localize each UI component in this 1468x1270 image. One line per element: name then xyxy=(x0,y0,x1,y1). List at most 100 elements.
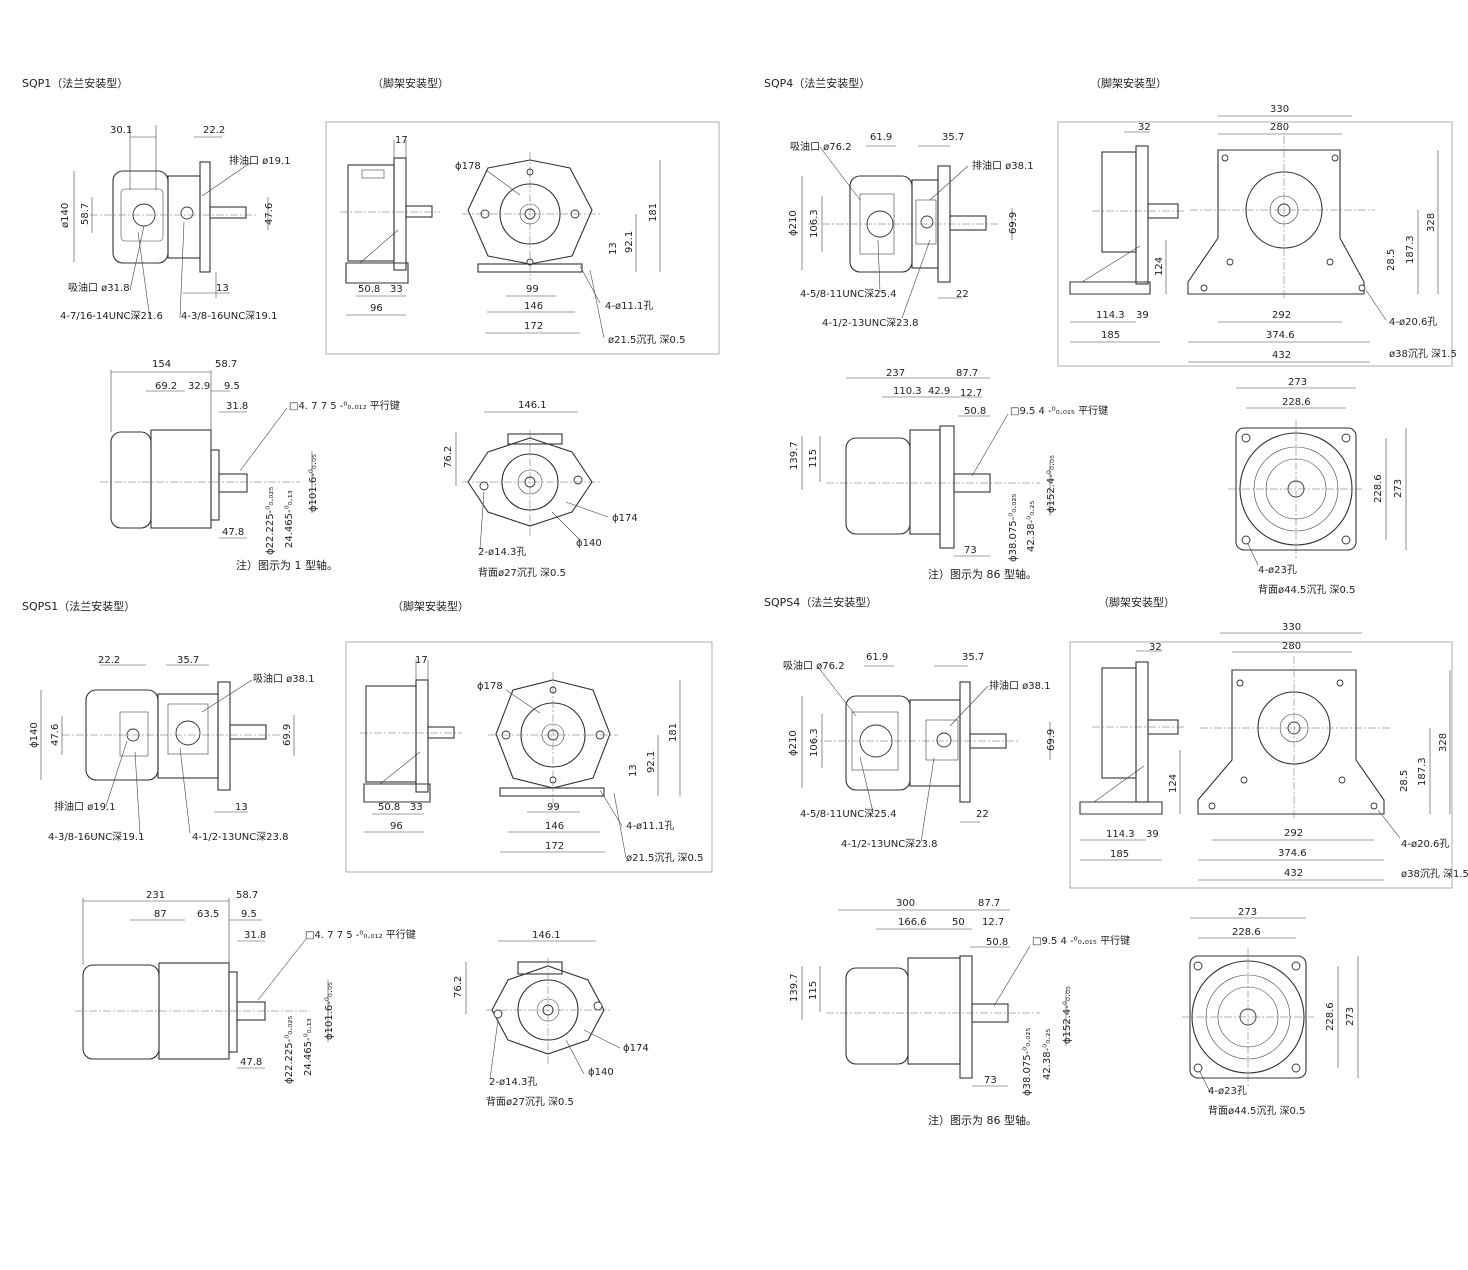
shaft-note: 注）图示为 86 型轴。 xyxy=(928,1113,1037,1127)
foot-holes: 4-ø20.6孔 xyxy=(1401,838,1449,850)
flange-view-sqp4 xyxy=(1228,387,1407,566)
dim-13-foot: 13 xyxy=(628,764,639,777)
foot-side-view-sqp1 xyxy=(340,140,440,316)
foot-counterbore: ø38沉孔 深1.5 xyxy=(1389,347,1457,360)
foot-view-frame xyxy=(1057,121,1453,367)
dim-phi-210: ϕ210 xyxy=(788,730,799,756)
dim-phi-140: ϕ140 xyxy=(29,722,40,748)
dim-185: 185 xyxy=(1110,849,1129,860)
dim-292: 292 xyxy=(1272,310,1291,321)
dim-432: 432 xyxy=(1284,868,1303,879)
dim-146-1: 146.1 xyxy=(532,930,561,941)
foot-front-view-sqps4 xyxy=(1197,632,1451,881)
dim-187-3: 187.3 xyxy=(1405,235,1416,264)
dim-87-7: 87.7 xyxy=(978,898,1000,909)
dim-330: 330 xyxy=(1282,622,1301,633)
dim-phi-174: ϕ174 xyxy=(623,1043,649,1054)
shaft-view-sqps4 xyxy=(801,909,1067,1087)
dim-22: 22 xyxy=(956,289,969,300)
side-view-sqps1 xyxy=(40,664,295,834)
dim-phi-22-225: ϕ22.225-⁰₀.₀₂₅ xyxy=(284,1016,295,1084)
dim-330: 330 xyxy=(1270,104,1289,115)
dim-146: 146 xyxy=(545,821,564,832)
port-inlet: 吸油口 ø31.8 xyxy=(68,281,130,294)
dim-124: 124 xyxy=(1168,774,1179,793)
flange-holes: 2-ø14.3孔 xyxy=(478,546,526,558)
foot-title-sqp4: （脚架安装型） xyxy=(1090,76,1167,90)
dim-106-3: 106.3 xyxy=(809,728,820,757)
dim-phi-101-6: ϕ101.6-⁰₀.₀₅ xyxy=(308,454,319,512)
dim-87: 87 xyxy=(154,909,167,920)
dim-154: 154 xyxy=(152,359,171,370)
dim-115: 115 xyxy=(808,449,819,468)
dim-47-6: 47.6 xyxy=(264,203,275,225)
side-view-sqp4 xyxy=(801,145,1013,319)
dim-phi-38-075: ϕ38.075-⁰₀.₀₂₅ xyxy=(1008,494,1019,562)
dim-phi-174: ϕ174 xyxy=(612,513,638,524)
dim-185: 185 xyxy=(1101,330,1120,341)
section-title-sqp1: SQP1（法兰安装型） xyxy=(22,76,128,90)
flange-holes: 2-ø14.3孔 xyxy=(489,1076,537,1088)
dim-187-3: 187.3 xyxy=(1417,757,1428,786)
thread-spec-a: 4-5/8-11UNC深25.4 xyxy=(800,288,896,300)
thread-spec-b: 4-1/2-13UNC深23.8 xyxy=(822,317,918,329)
thread-spec-a: 4-3/8-16UNC深19.1 xyxy=(48,831,144,843)
dim-50-8: 50.8 xyxy=(964,406,986,417)
port-outlet: 排油口 ø19.1 xyxy=(229,154,291,167)
dim-22-2: 22.2 xyxy=(98,655,120,666)
dim-69-2: 69.2 xyxy=(155,381,177,392)
dim-phi-38-075: ϕ38.075-⁰₀.₀₂₅ xyxy=(1022,1028,1033,1096)
dim-50-8: 50.8 xyxy=(378,802,400,813)
dim-328: 328 xyxy=(1426,213,1437,232)
dim-35-7: 35.7 xyxy=(177,655,199,666)
dim-phi-152-4: ϕ152.4-⁰₀.₀₅ xyxy=(1062,986,1073,1044)
section-sqp1: SQP1（法兰安装型） （脚架安装型） 30.1 xyxy=(22,76,720,579)
port-inlet: 吸油口 ø38.1 xyxy=(253,672,315,685)
dim-24-465: 24.465-⁰₀.₁₃ xyxy=(303,1018,314,1076)
shaft-view-sqps1 xyxy=(75,898,329,1069)
dim-39: 39 xyxy=(1146,829,1159,840)
flange-counterbore: 背面ø44.5沉孔 深0.5 xyxy=(1208,1104,1305,1117)
flange-view-sqps1 xyxy=(465,940,621,1080)
section-sqps1: SQPS1（法兰安装型） （脚架安装型） 22.2 35.7 xyxy=(22,599,713,1108)
dim-47-8: 47.8 xyxy=(240,1057,262,1068)
dim-228-6-side: 228.6 xyxy=(1373,474,1384,503)
dim-17: 17 xyxy=(395,135,408,146)
port-outlet: 排油口 ø38.1 xyxy=(989,679,1051,692)
dim-181: 181 xyxy=(668,723,679,742)
foot-front-view-sqp1 xyxy=(462,152,661,339)
side-view-sqps4 xyxy=(801,665,1051,843)
thread-spec-a: 4-5/8-11UNC深25.4 xyxy=(800,808,896,820)
dim-114-3: 114.3 xyxy=(1106,829,1135,840)
dim-146-1: 146.1 xyxy=(518,400,547,411)
dim-32: 32 xyxy=(1149,642,1162,653)
shaft-view-sqp1 xyxy=(100,370,313,539)
foot-side-view-sqps4 xyxy=(1079,650,1186,861)
foot-title-sqps4: （脚架安装型） xyxy=(1098,595,1175,609)
dim-228-6-top: 228.6 xyxy=(1232,927,1261,938)
foot-side-view-sqp4 xyxy=(1069,131,1184,343)
dim-110-3: 110.3 xyxy=(893,386,922,397)
dim-42-38: 42.38-⁰₀.₂₅ xyxy=(1042,1029,1053,1080)
dim-phi-178: ϕ178 xyxy=(455,161,481,172)
dim-32-9: 32.9 xyxy=(188,381,210,392)
dim-phi-152-4: ϕ152.4-⁰₀.₀₅ xyxy=(1046,455,1057,513)
dim-273-side: 273 xyxy=(1393,479,1404,498)
dim-92-1: 92.1 xyxy=(646,751,657,773)
dim-58-7-shaft: 58.7 xyxy=(236,890,258,901)
flange-view-sqps4 xyxy=(1182,917,1359,1093)
foot-counterbore: ø21.5沉孔 深0.5 xyxy=(608,333,685,346)
foot-front-view-sqp4 xyxy=(1187,115,1439,363)
port-inlet: 吸油口 ø76.2 xyxy=(790,140,852,153)
dim-273-top: 273 xyxy=(1288,377,1307,388)
dim-61-9: 61.9 xyxy=(866,652,888,663)
section-title-sqps1: SQPS1（法兰安装型） xyxy=(22,599,135,613)
dim-58-7-shaft: 58.7 xyxy=(215,359,237,370)
dim-115: 115 xyxy=(808,981,819,1000)
dim-phi-210: ϕ210 xyxy=(788,210,799,236)
dim-22: 22 xyxy=(976,809,989,820)
dim-58-7: 58.7 xyxy=(80,203,91,225)
dim-124: 124 xyxy=(1154,257,1165,276)
dim-231: 231 xyxy=(146,890,165,901)
dim-47-6: 47.6 xyxy=(50,724,61,746)
